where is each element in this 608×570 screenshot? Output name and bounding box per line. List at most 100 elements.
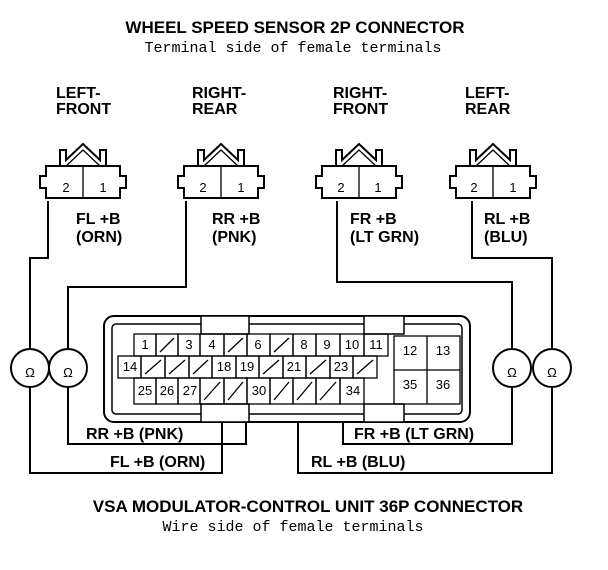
pin-number: 10 [345, 337, 359, 352]
pin-number: 18 [217, 359, 231, 374]
sensor-left-front: LEFT- FRONT [56, 85, 111, 118]
pin-number: 12 [403, 343, 417, 358]
pin-number: 26 [160, 383, 174, 398]
wire-rl-top [471, 201, 553, 349]
empty-cavity-slash [319, 381, 337, 401]
pin-number: 34 [346, 383, 360, 398]
terminal-number: 1 [99, 180, 106, 195]
housing-latch [197, 142, 245, 166]
pin-number: 8 [300, 337, 307, 352]
connector-cell-grid [117, 333, 461, 405]
sensor-connector-housing [177, 142, 265, 199]
bottom-title: VSA MODULATOR-CONTROL UNIT 36P CONNECTOR [93, 497, 523, 516]
sensor-position-line2: FRONT [56, 101, 111, 118]
latch-inner [203, 149, 239, 167]
empty-cavity-slash [227, 381, 244, 401]
sensor-right-front: RIGHT- FRONT [333, 85, 388, 118]
wire-color-label: (BLU) [484, 229, 528, 246]
empty-cavity-slash [168, 359, 186, 375]
ohm-icon: Ω [507, 365, 517, 380]
pin-number: 36 [436, 377, 450, 392]
housing-latch [335, 142, 383, 166]
wire-label-rl: RL +B (BLU) [311, 454, 405, 471]
wire-fl-top [29, 201, 49, 349]
pin-number: 27 [183, 383, 197, 398]
sensor-position-line1: LEFT- [465, 85, 509, 102]
signal-label: FL +B [76, 211, 121, 228]
pin-number: 25 [138, 383, 152, 398]
terminal-number: 2 [62, 180, 69, 195]
sensor-connector-shapes [39, 142, 537, 199]
ohmmeter-ring [532, 348, 572, 388]
sensor-connector-housing [39, 142, 127, 199]
terminal-number: 1 [374, 180, 381, 195]
signal-label: RR +B [212, 211, 260, 228]
wire-label-fl: FL +B (ORN) [110, 454, 205, 471]
ohmmeter-fl: Ω [10, 348, 50, 388]
pin-number: 23 [334, 359, 348, 374]
empty-cavity-slash [227, 337, 244, 353]
sensor-terminal-numbers: 2 1 2 1 2 1 2 1 [62, 180, 516, 195]
sensor-signal-labels: FL +B (ORN) RR +B (PNK) FR +B (LT GRN) R… [76, 211, 530, 246]
ohmmeter-rr: Ω [48, 348, 88, 388]
pin-cell [339, 377, 365, 405]
empty-cavity-slash [296, 381, 313, 401]
housing-outline [315, 165, 403, 199]
housing-latch [469, 142, 517, 166]
sensor-position-line2: FRONT [333, 101, 388, 118]
pin-number: 21 [287, 359, 301, 374]
terminal-number: 2 [337, 180, 344, 195]
empty-cavity-slash [203, 381, 221, 401]
empty-cavity-slash [309, 359, 327, 375]
ohm-icon: Ω [63, 365, 73, 380]
pin-number: 11 [369, 337, 383, 352]
wire-color-label: (LT GRN) [350, 229, 419, 246]
sensor-position-line1: LEFT- [56, 85, 100, 102]
pin-number: 35 [403, 377, 417, 392]
ohmmeter-rl: Ω [532, 348, 572, 388]
bottom-subtitle: Wire side of female terminals [162, 519, 423, 536]
ohmmeter-fr: Ω [492, 348, 532, 388]
vsa-36p-connector: 1 3 4 6 8 9 10 11 14 18 19 21 23 25 26 2… [103, 315, 471, 423]
sensor-position-line2: REAR [465, 101, 511, 118]
pin-number: 30 [252, 383, 266, 398]
sensor-left-rear: LEFT- REAR [465, 85, 511, 118]
ohm-icon: Ω [547, 365, 557, 380]
pin-number: 6 [254, 337, 261, 352]
connector-key-tab [200, 315, 250, 335]
wire-rl-bottom [297, 384, 553, 474]
pin-cell [352, 355, 378, 379]
wire-fl-bottom [29, 384, 223, 474]
top-subtitle: Terminal side of female terminals [144, 40, 441, 57]
terminal-number: 2 [199, 180, 206, 195]
signal-label: FR +B [350, 211, 397, 228]
connector-inner-shell [111, 323, 463, 415]
housing-outline [39, 165, 127, 199]
empty-cavity-slash [273, 381, 290, 401]
connector-outer-shell [103, 315, 471, 423]
signal-label: RL +B [484, 211, 530, 228]
wire-color-label: (PNK) [212, 229, 256, 246]
empty-cavity-slash [356, 359, 374, 375]
pin-number: 9 [323, 337, 330, 352]
pin-number: 14 [123, 359, 137, 374]
wire-rr-top [67, 201, 187, 349]
connector-key-tab [363, 315, 405, 335]
latch-inner [65, 149, 101, 167]
pin-number: 19 [240, 359, 254, 374]
sensor-connector-housing [449, 142, 537, 199]
wire-label-rr: RR +B (PNK) [86, 426, 183, 443]
wire-fr-top [336, 201, 513, 349]
housing-latch [59, 142, 107, 166]
housing-outline [449, 165, 537, 199]
top-title: WHEEL SPEED SENSOR 2P CONNECTOR [125, 18, 464, 37]
ohm-icon: Ω [25, 365, 35, 380]
pin-number: 4 [208, 337, 215, 352]
sensor-position-line1: RIGHT- [333, 85, 387, 102]
terminal-number: 2 [470, 180, 477, 195]
connector-key-tab [363, 403, 405, 423]
pin-number: 13 [436, 343, 450, 358]
empty-cavity-slash [192, 359, 209, 375]
